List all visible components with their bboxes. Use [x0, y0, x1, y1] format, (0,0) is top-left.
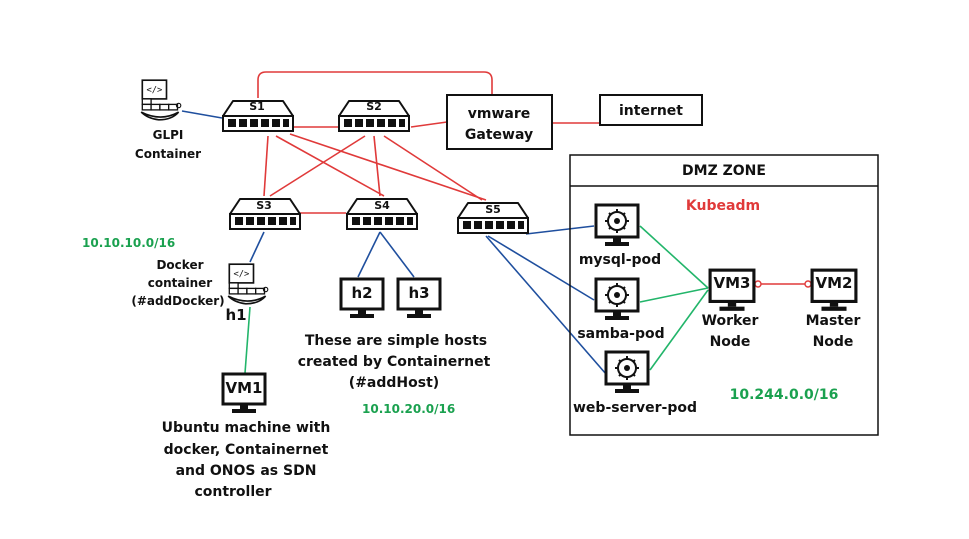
internet-box[interactable]: internet — [599, 94, 703, 126]
switch-s5[interactable]: S5 — [457, 201, 529, 235]
h3-label: h3 — [408, 284, 429, 302]
switch-s3-label: S3 — [256, 199, 272, 212]
link-s4-h2 — [357, 231, 381, 278]
vm2-master-node[interactable]: VM2 Master Node — [806, 268, 861, 350]
link-glpi-s1 — [181, 110, 223, 119]
vm1-desc-3: and ONOS as SDN — [176, 463, 317, 479]
host-h3[interactable]: h3 — [396, 277, 442, 320]
kubernetes-pod-icon — [594, 203, 640, 248]
vm3-label: VM3 — [714, 274, 751, 292]
switch-s2[interactable]: S2 — [338, 99, 410, 133]
link-samba-vm3 — [639, 287, 709, 303]
docker-container-h1[interactable]: Docker container (#addDocker) h1 — [131, 258, 269, 324]
link-end-vm2 — [804, 280, 812, 288]
samba-pod-label: samba-pod — [577, 326, 664, 342]
vm1[interactable]: VM1 — [221, 372, 267, 415]
container-icon — [140, 79, 182, 121]
link-s2-gateway — [410, 121, 448, 128]
glpi-line1: GLPI — [153, 128, 184, 142]
subnet-middle: 10.10.20.0/16 — [362, 402, 455, 416]
web-server-pod[interactable]: web-server-pod — [573, 350, 697, 416]
note-line-1: These are simple hosts — [305, 333, 487, 349]
switch-s4[interactable]: S4 — [346, 197, 418, 231]
vm1-label: VM1 — [226, 379, 263, 397]
subnet-left: 10.10.10.0/16 — [82, 236, 175, 250]
link-s2-s4 — [373, 135, 381, 197]
vm1-desc-1: Ubuntu machine with — [162, 420, 331, 436]
switch-s2-label: S2 — [366, 100, 382, 113]
link-s1-s3 — [263, 135, 269, 197]
vm1-desc-4: controller — [194, 484, 271, 500]
vm3-line2: Node — [710, 334, 751, 350]
dmz-title: DMZ ZONE — [682, 163, 766, 179]
glpi-container[interactable]: GLPI Container — [135, 79, 201, 161]
switch-s5-label: S5 — [485, 203, 501, 216]
mysql-pod[interactable]: mysql-pod — [579, 203, 661, 268]
host-h2[interactable]: h2 — [339, 277, 385, 320]
kubernetes-pod-icon — [594, 277, 640, 322]
mysql-pod-label: mysql-pod — [579, 252, 661, 268]
docker-line1: Docker — [156, 258, 203, 272]
link-s1-s2-top — [257, 71, 493, 98]
vm3-line1: Worker — [702, 313, 759, 329]
vmware-gateway[interactable]: vmware Gateway — [446, 94, 553, 150]
link-h1-vm1 — [244, 306, 251, 374]
link-s5-samba — [487, 235, 595, 301]
link-s4-h3 — [379, 231, 415, 278]
glpi-line2: Container — [135, 147, 201, 161]
red-links — [257, 71, 808, 285]
switch-s1-label: S1 — [249, 100, 265, 113]
vm2-line1: Master — [806, 313, 861, 329]
switch-s4-label: S4 — [374, 199, 390, 212]
web-server-pod-label: web-server-pod — [573, 400, 697, 416]
switch-s1[interactable]: S1 — [222, 99, 294, 133]
switch-s3[interactable]: S3 — [229, 197, 301, 231]
blue-links — [181, 110, 607, 375]
subnet-dmz: 10.244.0.0/16 — [730, 387, 839, 403]
link-s5-mysql — [525, 225, 595, 235]
docker-line2: container — [148, 276, 213, 290]
simple-hosts-note: These are simple hosts created by Contai… — [298, 333, 491, 391]
vm2-line2: Node — [813, 334, 854, 350]
kubeadm-label: Kubeadm — [686, 198, 760, 214]
vm3-worker-node[interactable]: VM3 Worker Node — [702, 268, 759, 350]
link-s1-s4 — [275, 135, 385, 197]
docker-line3: (#addDocker) — [131, 294, 224, 308]
note-line-2: created by Containernet — [298, 354, 491, 370]
gateway-line2: Gateway — [465, 127, 533, 143]
h2-label: h2 — [351, 284, 372, 302]
internet-label: internet — [619, 103, 683, 119]
gateway-line1: vmware — [468, 106, 531, 122]
container-icon — [227, 263, 269, 305]
samba-pod[interactable]: samba-pod — [577, 277, 665, 342]
dmz-zone: DMZ ZONE Kubeadm 10.244.0.0/16 — [569, 154, 879, 436]
vm1-description: Ubuntu machine with docker, Containernet… — [162, 420, 331, 500]
h1-label: h1 — [225, 306, 246, 324]
link-s2-s3 — [269, 135, 366, 197]
link-s5-web — [485, 235, 607, 375]
vm2-label: VM2 — [816, 274, 853, 292]
link-web-vm3 — [649, 289, 709, 371]
link-end-vm3 — [754, 280, 762, 288]
note-line-3: (#addHost) — [349, 375, 439, 391]
link-s2-s5 — [383, 135, 483, 201]
link-s1-s5 — [289, 133, 487, 201]
kubernetes-pod-icon — [604, 350, 650, 395]
green-links — [244, 225, 709, 374]
link-s3-docker — [249, 231, 265, 263]
link-mysql-vm3 — [639, 225, 709, 289]
vm1-desc-2: docker, Containernet — [164, 442, 329, 458]
